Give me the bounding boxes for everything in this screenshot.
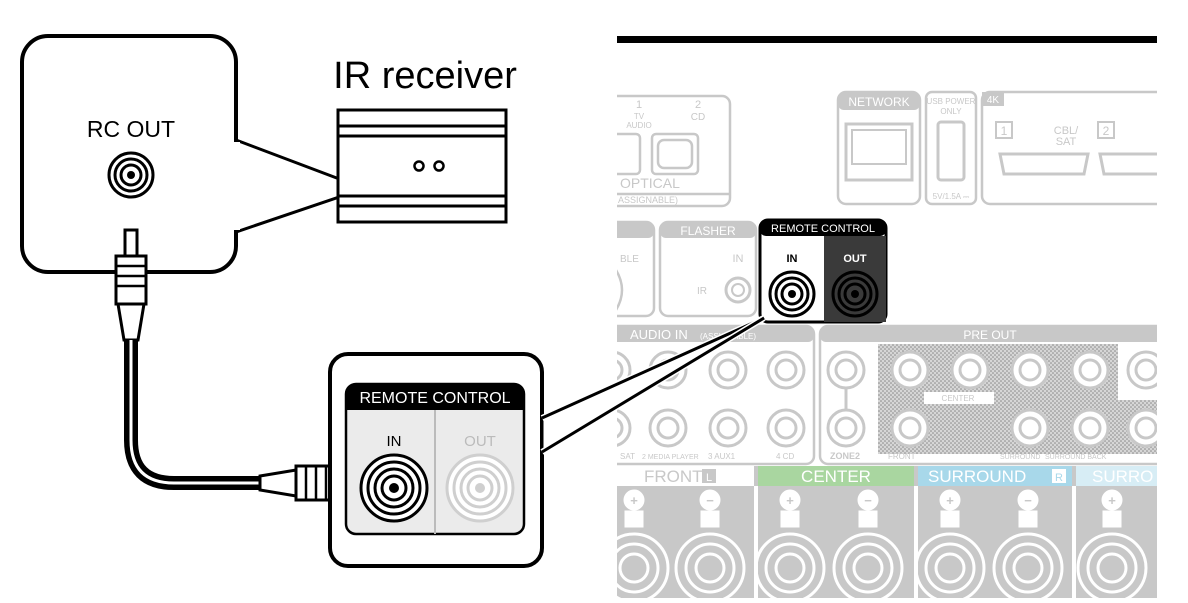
zone2-label: ZONE2 bbox=[830, 451, 860, 461]
hdmi1-label2: SAT bbox=[1056, 136, 1077, 148]
partial-left-label: BLE bbox=[620, 254, 639, 265]
flasher-in-label: IN bbox=[733, 253, 744, 265]
ir-receiver-title: IR receiver bbox=[333, 55, 517, 97]
speaker-surround-label: SURROUND bbox=[928, 467, 1026, 486]
rear-panel-top-bar bbox=[617, 36, 1157, 43]
optical-label: OPTICAL bbox=[620, 175, 680, 191]
audio-label-aux: 3 AUX1 bbox=[708, 452, 736, 461]
optical-in2-num: 2 bbox=[695, 99, 701, 111]
ir-sensor-dot bbox=[433, 160, 445, 172]
audio-in-jacks bbox=[617, 350, 806, 448]
speaker-surround2-label: SURRO bbox=[1092, 467, 1153, 486]
audio-label-media: 2 MEDIA PLAYER bbox=[642, 454, 699, 461]
optical-in1-num: 1 bbox=[636, 99, 642, 111]
audio-in-label: AUDIO IN bbox=[630, 327, 688, 342]
usb-power-label2: ONLY bbox=[940, 107, 962, 116]
plus-symbol: + bbox=[946, 493, 954, 508]
rc-out-jack bbox=[107, 151, 155, 199]
remote-control-zoom-panel: REMOTE CONTROL IN OUT bbox=[328, 352, 544, 568]
plus-symbol: + bbox=[1108, 493, 1116, 508]
hdmi1-num: 1 bbox=[1001, 124, 1008, 138]
optical-in1-label: TV bbox=[634, 112, 645, 121]
rear-remote-control-section: REMOTE CONTROL IN OUT bbox=[758, 218, 888, 324]
rear-remote-out-jack bbox=[831, 270, 879, 318]
flasher-label: FLASHER bbox=[680, 224, 736, 238]
speaker-terminals bbox=[623, 489, 1123, 528]
rear-remote-in-jack bbox=[768, 270, 816, 318]
optical-section bbox=[617, 94, 732, 208]
pre-surround-back-label: SURROUND BACK bbox=[1045, 454, 1107, 461]
usb-spec: 5V/1.5A ⎓ bbox=[933, 192, 970, 201]
minus-symbol: − bbox=[1024, 493, 1032, 508]
hdmi-4k-badge: 4K bbox=[987, 95, 1000, 106]
rc-out-label: RC OUT bbox=[87, 116, 175, 142]
usb-section bbox=[924, 90, 978, 206]
network-label: NETWORK bbox=[848, 95, 909, 109]
usb-port bbox=[936, 120, 966, 182]
optical-in1-label2: AUDIO bbox=[626, 121, 651, 130]
minus-symbol: − bbox=[864, 493, 872, 508]
speaker-surround-badge: R bbox=[1055, 472, 1063, 484]
pre-front-label: FRONT bbox=[888, 452, 916, 461]
hdmi-section bbox=[980, 90, 1157, 206]
flasher-ir-label: IR bbox=[697, 286, 707, 297]
ir-device: RC OUT bbox=[20, 34, 238, 274]
rear-panel: 1 TV AUDIO 2 CD OPTICAL ASSIGNABLE) NETW… bbox=[617, 40, 1157, 598]
plus-symbol: + bbox=[786, 493, 794, 508]
receiver-callout-pointer bbox=[234, 137, 344, 235]
optical-in2-label: CD bbox=[691, 112, 705, 123]
usb-power-label: USB POWER bbox=[927, 97, 976, 106]
rear-remote-control-header: REMOTE CONTROL bbox=[771, 223, 875, 235]
zoom-remote-control-header: REMOTE CONTROL bbox=[359, 390, 510, 407]
audio-label-cd: 4 CD bbox=[776, 452, 794, 461]
zoom-out-label: OUT bbox=[464, 433, 496, 450]
optical-assignable: ASSIGNABLE) bbox=[618, 195, 678, 205]
plus-symbol: + bbox=[630, 493, 638, 508]
rear-remote-out-label: OUT bbox=[843, 253, 867, 265]
minus-symbol: − bbox=[706, 493, 714, 508]
pre-surround-label: SURROUND bbox=[1000, 454, 1040, 461]
rear-remote-in-label: IN bbox=[787, 253, 798, 265]
zoom-in-jack bbox=[359, 453, 429, 523]
speaker-center-label: CENTER bbox=[801, 467, 871, 486]
speaker-front-badge: L bbox=[706, 472, 712, 484]
ir-sensor-dot bbox=[413, 160, 425, 172]
hdmi1-port bbox=[998, 152, 1090, 176]
pre-out-label: PRE OUT bbox=[963, 328, 1017, 342]
pre-out-jacks bbox=[826, 350, 1157, 448]
audio-label-sat: SAT bbox=[620, 452, 635, 461]
pre-center-label: CENTER bbox=[942, 394, 975, 403]
zoom-in-label: IN bbox=[387, 433, 402, 450]
ir-receiver: IR receiver bbox=[333, 55, 517, 224]
zoom-out-jack bbox=[445, 453, 515, 523]
ethernet-port bbox=[844, 122, 914, 182]
hdmi2-port bbox=[1098, 152, 1157, 176]
speaker-front-label: FRONT bbox=[644, 467, 703, 486]
flasher-jack bbox=[724, 276, 752, 304]
hdmi2-num: 2 bbox=[1103, 124, 1110, 138]
hdmi1-label: CBL/ bbox=[1054, 125, 1079, 137]
